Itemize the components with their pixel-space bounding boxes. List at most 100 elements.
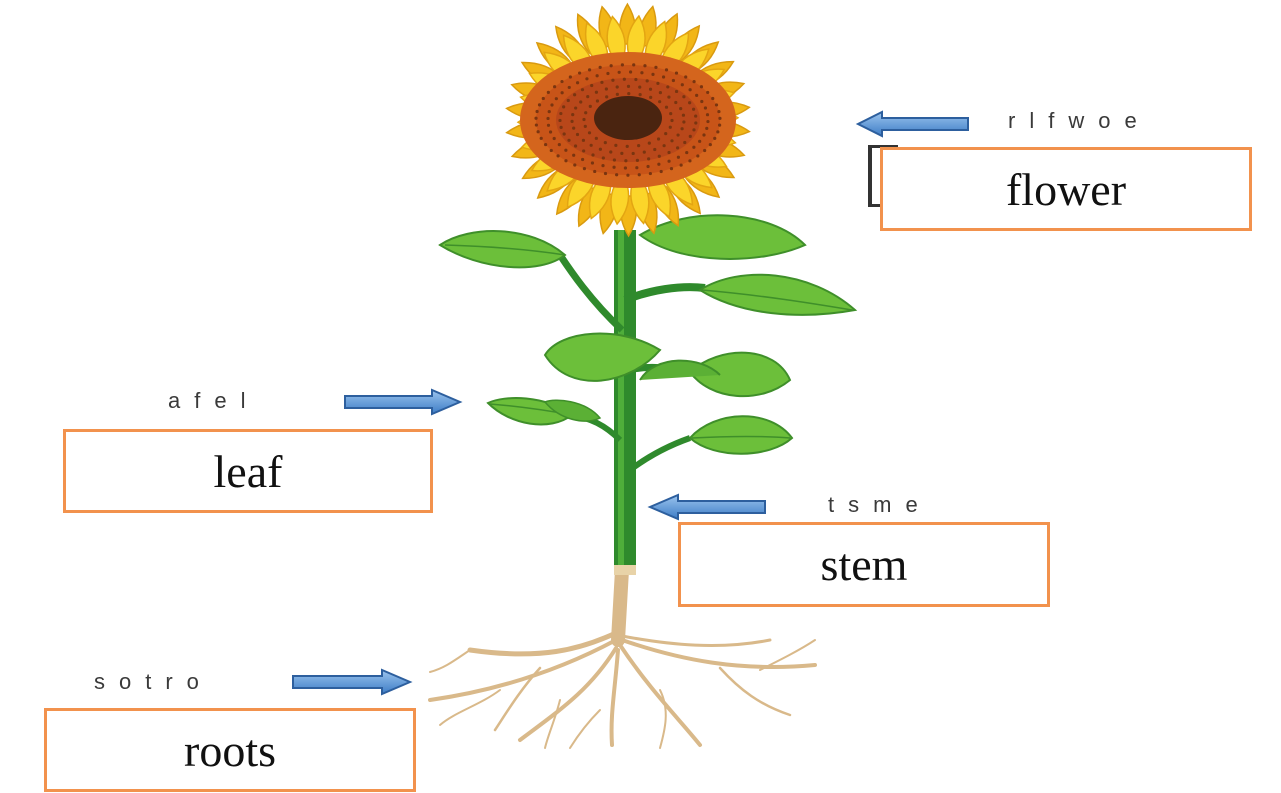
scrambled-word-roots: sotro (94, 669, 213, 695)
answer-box-stem[interactable]: stem (678, 522, 1050, 607)
seed-dot (588, 131, 591, 134)
seed-dot (585, 77, 588, 80)
seed-dot (651, 73, 654, 76)
seed-dot (626, 174, 629, 177)
seed-dot (612, 166, 615, 169)
seed-dot (637, 144, 640, 147)
seed-dot (669, 126, 672, 129)
seed-dot (667, 151, 670, 154)
seed-dot (716, 130, 719, 133)
seed-dot (590, 84, 593, 87)
seed-dot (656, 82, 659, 85)
seed-dot (595, 137, 598, 140)
seed-dot (664, 132, 667, 135)
seed-dot (574, 144, 577, 147)
seed-dot (632, 152, 635, 155)
seed-dot (718, 117, 721, 120)
seed-dot (590, 144, 593, 147)
seed-dot (615, 173, 618, 176)
seed-dot (670, 119, 673, 122)
seed-dot (674, 101, 677, 104)
seed-dot (609, 150, 612, 153)
seed-dot (602, 156, 605, 159)
seed-dot (618, 71, 621, 74)
seed-dot (658, 100, 661, 103)
seed-dot (542, 97, 545, 100)
seed-dot (547, 91, 550, 94)
seed-dot (689, 135, 692, 138)
seed-dot (583, 167, 586, 170)
seed-dot (586, 95, 589, 98)
seed-dot (550, 103, 553, 106)
seed-dot (666, 85, 669, 88)
seed-dot (665, 68, 668, 71)
seed-dot (667, 160, 670, 163)
seed-dot (717, 110, 720, 113)
seed-dot (709, 143, 712, 146)
seed-dot (643, 64, 646, 67)
seed-dot (535, 110, 538, 113)
seed-dot (571, 113, 574, 116)
seed-dot (576, 133, 579, 136)
seed-dot (688, 101, 691, 104)
seed-dot (599, 148, 602, 151)
seed-dot (705, 127, 708, 130)
answer-box-leaf[interactable]: leaf (63, 429, 433, 513)
seed-dot (558, 119, 561, 122)
seed-dot (698, 140, 701, 143)
seed-dot (711, 97, 714, 100)
seed-dot (680, 127, 683, 130)
seed-dot (663, 144, 666, 147)
seed-dot (584, 111, 587, 114)
seed-dot (564, 159, 567, 162)
seed-dot (682, 114, 685, 117)
seed-dot (675, 90, 678, 93)
seed-dot (649, 96, 652, 99)
leaves-illustration (440, 215, 855, 453)
seed-dot (632, 63, 635, 66)
seed-dot (662, 75, 665, 78)
seed-dot (684, 75, 687, 78)
arrow-icon (293, 670, 410, 694)
seed-dot (591, 161, 594, 164)
seed-dot (653, 148, 656, 151)
seed-dot (657, 137, 660, 140)
seed-dot (553, 137, 556, 140)
seed-dot (572, 154, 575, 157)
flower-center (594, 96, 662, 140)
seed-dot (700, 85, 703, 88)
seed-dot (696, 154, 699, 157)
seed-dot (605, 87, 608, 90)
seed-dot (544, 143, 547, 146)
seed-dot (679, 107, 682, 110)
answer-box-flower[interactable]: flower (880, 147, 1252, 231)
seed-dot (639, 93, 642, 96)
seed-dot (616, 85, 619, 88)
seed-dot (562, 105, 565, 108)
seed-dot (581, 158, 584, 161)
seed-dot (704, 106, 707, 109)
seed-dot (623, 78, 626, 81)
answer-box-roots[interactable]: roots (44, 708, 416, 792)
seed-dot (636, 159, 639, 162)
seed-dot (595, 91, 598, 94)
seed-dot (573, 93, 576, 96)
seed-dot (692, 108, 695, 111)
seed-dot (616, 93, 619, 96)
seed-dot (621, 63, 624, 66)
seed-dot (614, 144, 617, 147)
seed-dot (692, 146, 695, 149)
seed-dot (682, 120, 685, 123)
seed-dot (610, 64, 613, 67)
seed-dot (713, 137, 716, 140)
seed-dot (683, 141, 686, 144)
seed-dot (659, 91, 662, 94)
seed-dot (676, 146, 679, 149)
seed-dot (646, 165, 649, 168)
seed-dot (638, 86, 641, 89)
seed-dot (606, 72, 609, 75)
seed-dot (665, 106, 668, 109)
seed-dot (581, 88, 584, 91)
seed-dot (549, 130, 552, 133)
seed-dot (646, 79, 649, 82)
